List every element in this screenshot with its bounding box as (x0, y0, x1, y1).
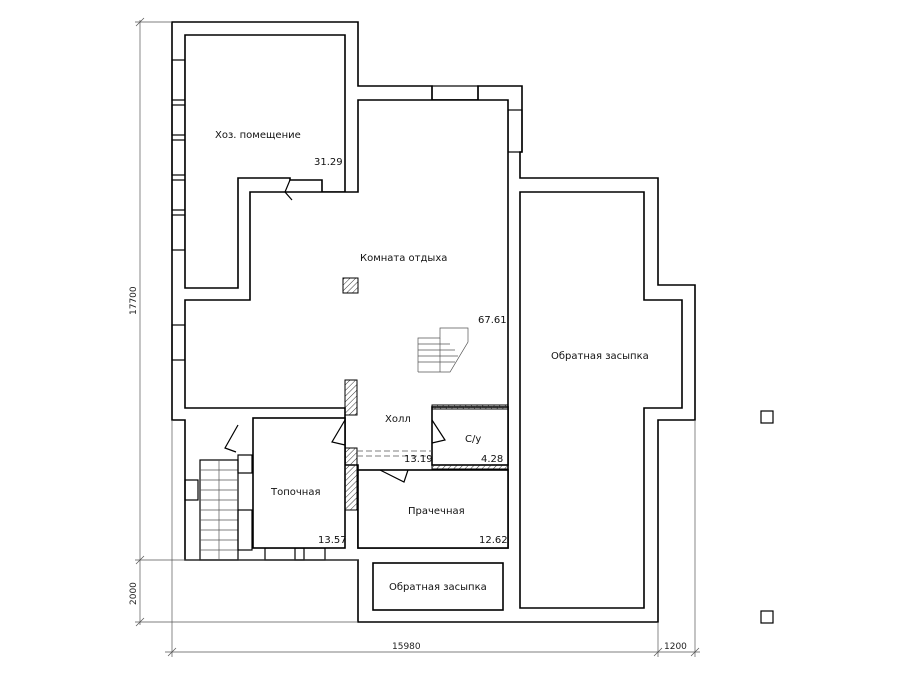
label-backfill-bottom: Обратная засыпка (389, 582, 487, 593)
hatched-wall (431, 464, 509, 470)
dim-height-extra: 2000 (129, 582, 139, 605)
label-bathroom: С/у (465, 434, 481, 445)
room-backfill-right (519, 191, 683, 609)
area-lounge: 67.61 (478, 315, 507, 326)
room-bathroom (431, 406, 509, 466)
marker-square (760, 610, 774, 624)
dim-width-extra: 1200 (664, 642, 687, 652)
hatched-wall (344, 379, 358, 416)
doors (224, 179, 446, 483)
label-backfill-right: Обратная засыпка (551, 351, 649, 362)
area-storage: 31.29 (314, 157, 343, 168)
column (342, 277, 359, 294)
area-boiler: 13.57 (318, 535, 347, 546)
dimension-lines (135, 17, 700, 657)
label-storage: Хоз. помещение (215, 130, 301, 141)
label-hall: Холл (385, 414, 411, 425)
label-lounge: Комната отдыха (360, 253, 447, 264)
room-laundry (357, 469, 509, 549)
room-boiler (252, 417, 346, 549)
area-bathroom: 4.28 (481, 454, 503, 465)
label-boiler: Топочная (270, 487, 320, 498)
stairs-interior (417, 327, 469, 373)
room-backfill-bottom (372, 562, 504, 611)
dim-width-total: 15980 (392, 642, 421, 652)
area-laundry: 12.62 (479, 535, 508, 546)
hatched-wall (431, 404, 509, 410)
hatched-wall (344, 447, 358, 511)
dim-height-total: 17700 (129, 286, 139, 315)
area-hall: 13.19 (404, 454, 433, 465)
label-laundry: Прачечная (408, 506, 465, 517)
stairs-exterior (199, 454, 253, 561)
marker-square (760, 410, 774, 424)
